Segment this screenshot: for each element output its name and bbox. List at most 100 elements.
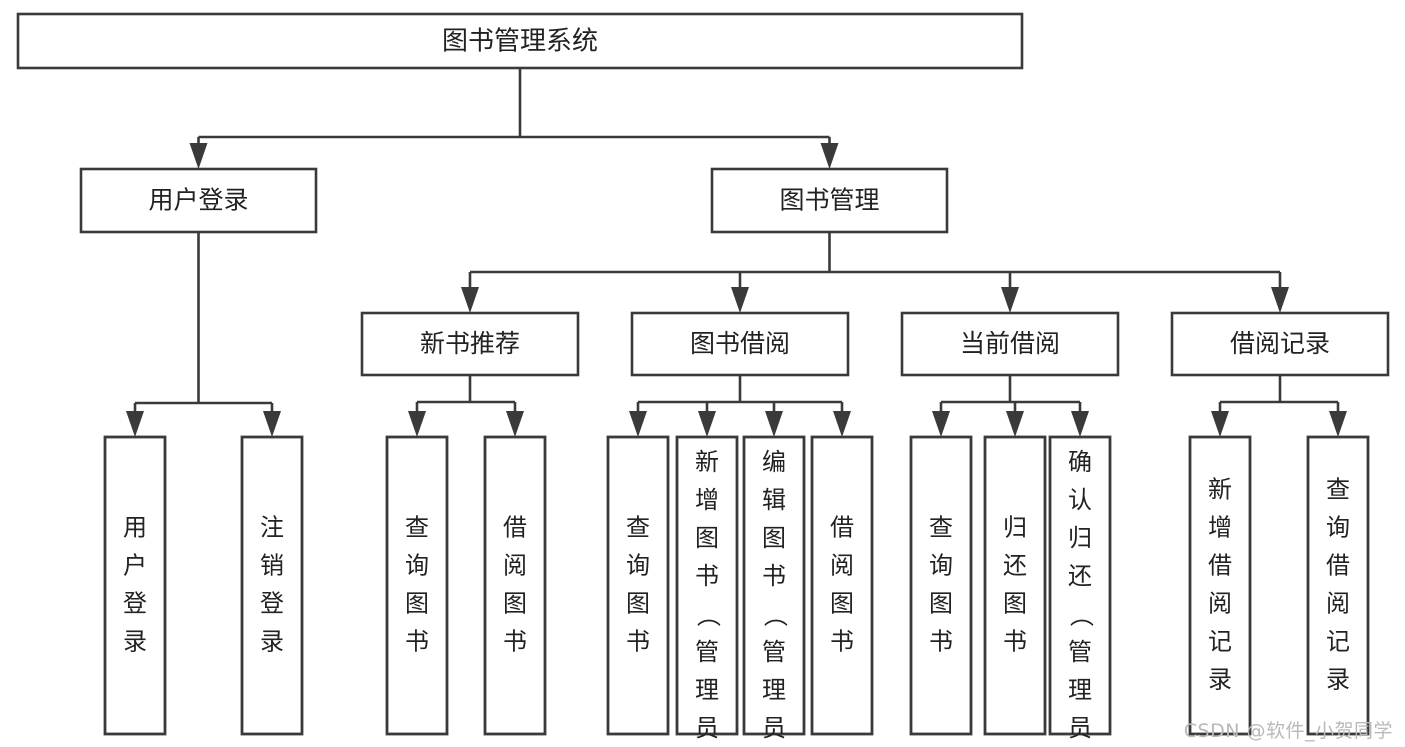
- connector-arrowhead: [1001, 287, 1019, 313]
- level2-node-2-box[interactable]: [710, 167, 949, 234]
- level2-node-1-label: 用户登录: [148, 186, 248, 215]
- leaf-node-char: 录: [1208, 666, 1232, 694]
- leaf-node-char: 阅: [1208, 590, 1232, 618]
- leaf-node-box[interactable]: [385, 435, 449, 736]
- leaf-node-char: 录: [260, 628, 284, 656]
- leaf-node-char: 辑: [762, 486, 786, 514]
- leaf-node-char: 查: [929, 514, 953, 542]
- leaf-node-char: 增: [1208, 514, 1232, 542]
- connector-arrowhead: [506, 411, 524, 437]
- leaf-node-box[interactable]: [742, 435, 806, 736]
- leaf-node-box[interactable]: [606, 435, 670, 736]
- leaf-node-box[interactable]: [983, 435, 1047, 736]
- leaf-node-char: 书: [929, 628, 953, 656]
- leaf-node-char: （: [1067, 603, 1095, 627]
- level3-node-2-box[interactable]: [630, 311, 850, 377]
- root-node-label: 图书管理系统: [442, 27, 598, 57]
- leaf-node-char: 书: [830, 628, 854, 656]
- leaf-node-box[interactable]: [1048, 435, 1112, 736]
- leaf-node-char: 询: [1326, 514, 1350, 542]
- connector-arrowhead: [698, 411, 716, 437]
- leaf-node-char: 管: [1068, 638, 1092, 666]
- leaf-node-box[interactable]: [240, 435, 304, 736]
- level3-node-4[interactable]: 借阅记录: [1170, 311, 1390, 377]
- leaf-node-char: 增: [695, 486, 719, 514]
- connector-arrowhead: [1329, 411, 1347, 437]
- leaf-node-char: 归: [1068, 524, 1092, 552]
- leaf-node-char: 图: [1003, 590, 1027, 618]
- leaf-node-char: 阅: [830, 552, 854, 580]
- connector-arrowhead: [833, 411, 851, 437]
- level3-node-3[interactable]: 当前借阅: [900, 311, 1120, 377]
- connector-arrowhead: [263, 411, 281, 437]
- connector-arrowhead: [629, 411, 647, 437]
- node-layer: 图书管理系统用户登录图书管理新书推荐图书借阅当前借阅借阅记录用户登录注销登录查询…: [16, 12, 1390, 747]
- level3-node-1-box[interactable]: [360, 311, 580, 377]
- leaf-node-char: 图: [830, 590, 854, 618]
- leaf-node-char: 员: [762, 714, 786, 742]
- leaf-node[interactable]: 用户登录: [103, 435, 167, 736]
- leaf-node-box[interactable]: [675, 435, 739, 736]
- leaf-node-char: 查: [1326, 476, 1350, 504]
- level3-node-1[interactable]: 新书推荐: [360, 311, 580, 377]
- level2-node-2[interactable]: 图书管理: [710, 167, 949, 234]
- level2-node-1[interactable]: 用户登录: [79, 167, 318, 234]
- leaf-node-char: 理: [762, 676, 786, 704]
- leaf-node-char: 理: [695, 676, 719, 704]
- leaf-node-char: 借: [1326, 552, 1350, 580]
- leaf-node-char: 询: [405, 552, 429, 580]
- root-node[interactable]: 图书管理系统: [16, 12, 1024, 70]
- leaf-node-char: （: [761, 603, 789, 627]
- leaf-node-char: 借: [830, 514, 854, 542]
- connector-arrowhead: [820, 143, 839, 169]
- connector-layer: [126, 68, 1347, 437]
- leaf-node-char: 阅: [1326, 590, 1350, 618]
- leaf-node-box[interactable]: [810, 435, 874, 736]
- leaf-node-box[interactable]: [103, 435, 167, 736]
- leaf-node-char: 还: [1003, 552, 1027, 580]
- leaf-node-box[interactable]: [483, 435, 547, 736]
- leaf-node-char: 录: [1326, 666, 1350, 694]
- level3-node-3-box[interactable]: [900, 311, 1120, 377]
- connector-arrowhead: [1006, 411, 1024, 437]
- level2-node-1-box[interactable]: [79, 167, 318, 234]
- leaf-node-char: 书: [503, 628, 527, 656]
- leaf-node-char: 管: [695, 638, 719, 666]
- level2-node-2-label: 图书管理: [779, 186, 879, 215]
- leaf-node-char: 书: [762, 562, 786, 590]
- leaf-node-box[interactable]: [909, 435, 973, 736]
- leaf-node-char: 认: [1068, 486, 1092, 514]
- leaf-node-box[interactable]: [1306, 435, 1370, 736]
- leaf-node-char: 书: [695, 562, 719, 590]
- level3-node-2[interactable]: 图书借阅: [630, 311, 850, 377]
- leaf-node-char: 书: [1003, 628, 1027, 656]
- level3-node-3-label: 当前借阅: [960, 329, 1060, 358]
- root-node-box[interactable]: [16, 12, 1024, 70]
- leaf-node-char: 用: [123, 514, 147, 542]
- leaf-node-char: 图: [762, 524, 786, 552]
- leaf-node-box[interactable]: [1188, 435, 1252, 736]
- level3-node-4-box[interactable]: [1170, 311, 1390, 377]
- connector-arrowhead: [1211, 411, 1229, 437]
- leaf-node-char: 管: [762, 638, 786, 666]
- leaf-node-char: 查: [405, 514, 429, 542]
- leaf-node-char: 借: [1208, 552, 1232, 580]
- connector-arrowhead: [408, 411, 426, 437]
- leaf-node-char: 户: [123, 552, 147, 580]
- leaf-node-char: 编: [762, 448, 786, 476]
- leaf-node-char: 记: [1208, 628, 1232, 656]
- leaf-node-char: 记: [1326, 628, 1350, 656]
